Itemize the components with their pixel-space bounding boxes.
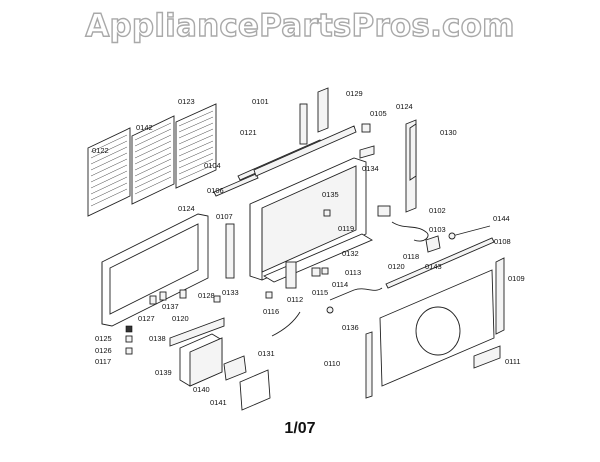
filter-panel-0123 xyxy=(175,103,217,189)
wire-harness xyxy=(391,221,429,242)
part-label: 0112 xyxy=(287,295,304,304)
part-label: 0127 xyxy=(138,314,155,323)
main-housing xyxy=(249,157,373,283)
part-0135 xyxy=(323,209,331,217)
page-number: 1/07 xyxy=(284,420,316,437)
part-0128 xyxy=(179,289,187,299)
part-label: 0115 xyxy=(312,288,329,297)
part-label: 0133 xyxy=(222,288,239,297)
part-label: 0129 xyxy=(346,89,363,98)
part-0115 xyxy=(311,267,321,277)
part-label: 0141 xyxy=(210,398,227,407)
part-label: 0130 xyxy=(440,128,457,137)
motor-0112 xyxy=(285,261,297,289)
part-label: 0106 xyxy=(207,186,224,195)
part-label: 0125 xyxy=(95,334,112,343)
part-label: 0126 xyxy=(95,346,112,355)
part-0113 xyxy=(321,267,329,275)
bar-0138 xyxy=(169,317,225,347)
part-0127 xyxy=(149,295,157,305)
part-label: 0103 xyxy=(429,225,446,234)
part-label: 0118 xyxy=(403,252,420,261)
part-label: 0136 xyxy=(342,323,359,332)
part-0137 xyxy=(159,291,167,301)
part-label: 0109 xyxy=(508,274,525,283)
part-label: 0132 xyxy=(342,249,359,258)
part-label: 0134 xyxy=(362,164,379,173)
part-label: 0108 xyxy=(494,237,511,246)
part-label: 0122 xyxy=(92,146,109,155)
part-label: 0131 xyxy=(258,349,275,358)
trim-strip-0106 xyxy=(213,173,259,197)
part-label: 0138 xyxy=(149,334,166,343)
part-label: 0143 xyxy=(425,262,442,271)
plate-0111 xyxy=(473,345,501,369)
part-0116 xyxy=(265,291,273,299)
part-label: 0135 xyxy=(322,190,339,199)
part-label: 0137 xyxy=(162,302,179,311)
part-label: 0105 xyxy=(370,109,387,118)
part-label: 0140 xyxy=(193,385,210,394)
part-0126 xyxy=(125,335,133,343)
part-label: 0124 xyxy=(396,102,413,111)
wire-0144 xyxy=(451,225,491,237)
part-label: 0142 xyxy=(136,123,153,132)
filter-panel-0122 xyxy=(87,127,131,217)
part-label: 0111 xyxy=(505,357,521,366)
part-label: 0114 xyxy=(332,280,349,289)
cable-0131 xyxy=(271,311,301,337)
strip-0108 xyxy=(385,237,495,289)
filter-panel-0142 xyxy=(131,115,175,205)
clip-0105 xyxy=(361,123,371,133)
cable-0136 xyxy=(329,287,383,301)
trim-strip-0101 xyxy=(253,125,357,177)
part-0117 xyxy=(125,347,133,355)
part-label: 0128 xyxy=(198,291,215,300)
part-label: 0120 xyxy=(388,262,405,271)
control-box-0139 xyxy=(179,333,223,387)
side-bar-0109 xyxy=(495,257,505,335)
part-label: 0102 xyxy=(429,206,446,215)
post-0129 xyxy=(317,87,329,133)
part-label: 0101 xyxy=(252,97,269,106)
part-label: 0119 xyxy=(338,224,355,233)
watermark-logo: AppliancePartsPros.com xyxy=(85,7,515,44)
bracket-0140 xyxy=(223,355,247,381)
part-label: 0124 xyxy=(178,204,195,213)
front-frame-0124 xyxy=(101,213,209,327)
part-label: 0104 xyxy=(204,161,221,170)
part-label: 0113 xyxy=(345,268,362,277)
part-0125 xyxy=(125,325,133,333)
part-0143 xyxy=(425,235,441,253)
part-label: 0144 xyxy=(493,214,510,223)
part-0133 xyxy=(213,295,221,303)
back-panel-0110 xyxy=(365,269,495,399)
part-label: 0123 xyxy=(178,97,195,106)
part-label: 0120 xyxy=(172,314,189,323)
part-label: 0110 xyxy=(324,359,341,368)
clip-0134 xyxy=(359,145,375,159)
part-label: 0107 xyxy=(216,212,233,221)
switch-0102 xyxy=(377,205,391,217)
post-0101 xyxy=(299,103,308,145)
panel-0141 xyxy=(239,369,271,411)
part-label: 0139 xyxy=(155,368,172,377)
bracket-0130 xyxy=(409,123,417,181)
part-label: 0117 xyxy=(95,357,112,366)
side-bracket-0124 xyxy=(225,223,235,279)
part-label: 0121 xyxy=(240,128,257,137)
part-label: 0116 xyxy=(263,307,280,316)
